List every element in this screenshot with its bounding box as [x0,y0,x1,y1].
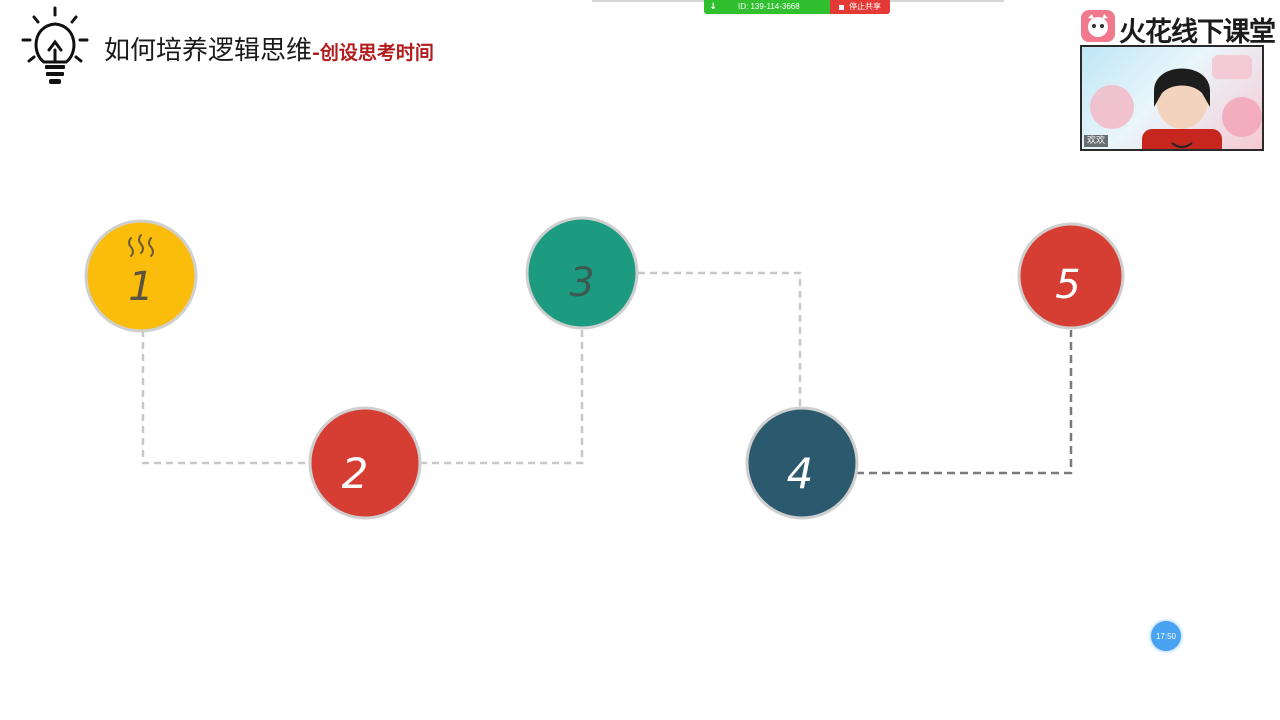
stop-share-label: 停止共享 [849,2,881,11]
node-4-circle [745,406,859,520]
stop-share-button[interactable]: 停止共享 [830,0,890,14]
step-node-3: 3 [525,216,639,330]
connector-4-5 [856,330,1073,475]
video-frame-art [1090,55,1262,149]
steam-icon [128,234,154,257]
timer-value: 17:50 [1155,631,1177,641]
lightbulb-icon [21,6,89,84]
participant-name: 欢欢 [1084,135,1109,147]
meeting-id-text: ID: 139-114-3668 [738,2,800,11]
node-2-circle [308,406,422,520]
node-3-label: 3 [569,260,594,306]
brand: 火花线下课堂 [1081,8,1276,48]
webcam-video[interactable]: 欢欢 [1080,45,1264,151]
brand-name: 火花线下课堂 [1119,17,1276,48]
node-4-label: 4 [787,449,814,498]
connector-3-4 [638,271,802,410]
screen-share-bar: ↓ ID: 139-114-3668 停止共享 [704,0,890,14]
page-title-sub: -创设思考时间 [312,42,434,64]
node-3-circle [525,216,639,330]
step-node-4: 4 [745,406,859,520]
stop-icon [839,4,844,10]
fox-logo-icon [1081,10,1115,42]
page-title: 如何培养逻辑思维-创设思考时间 [104,30,434,67]
node-5-circle [1017,222,1125,330]
node-5-label: 5 [1055,262,1080,308]
page-title-main: 如何培养逻辑思维 [104,36,313,66]
meeting-id-badge[interactable]: ↓ ID: 139-114-3668 [704,0,830,14]
node-1-circle [84,219,198,333]
connector-2-3 [420,330,584,465]
node-1-label: 1 [128,264,153,310]
node-2-label: 2 [342,449,369,498]
step-node-5: 5 [1017,222,1125,330]
step-node-2: 2 [308,406,422,520]
timer-badge[interactable]: 17:50 [1151,621,1181,651]
signal-icon: ↓ [709,2,717,12]
step-node-1: 1 [84,219,198,333]
connector-1-2 [141,330,312,465]
